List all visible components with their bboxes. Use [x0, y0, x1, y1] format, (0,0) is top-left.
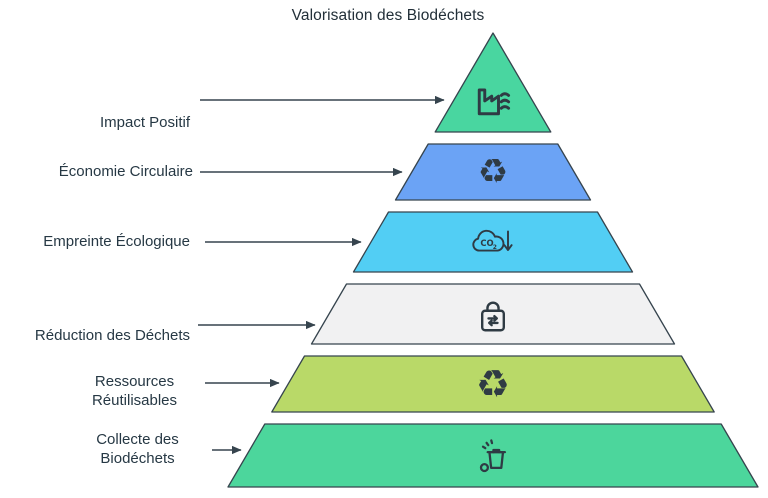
reusable-bag-icon — [475, 296, 511, 336]
co2-subscript: 2 — [493, 244, 497, 251]
factory-waves-icon — [471, 78, 515, 122]
pyramid-level-impact-positif — [434, 32, 552, 133]
pyramid-level-economie-circulaire — [394, 143, 592, 201]
label-impact-positif: Impact Positif — [99, 114, 190, 131]
biowaste-bin-icon — [473, 435, 513, 475]
pyramid-level-empreinte-ecologique — [352, 211, 634, 273]
label-ressources-reutilisables: Ressources Réutilisables — [91, 373, 178, 409]
diagram-title: Valorisation des Biodéchets — [291, 7, 485, 24]
label-economie-circulaire: Économie Circulaire — [58, 163, 193, 180]
co2-text: CO — [480, 238, 493, 248]
co2-reduction-icon: CO 2 — [465, 223, 521, 259]
pyramid-level-ressources-reutilisables — [271, 355, 715, 413]
recycle-icon: ♻ — [477, 152, 509, 192]
recycle-icon: ♻ — [475, 362, 511, 406]
label-empreinte-ecologique: Empreinte Écologique — [43, 233, 190, 250]
pyramid-level-reduction-dechets — [310, 283, 676, 345]
label-reduction-dechets: Réduction des Déchets — [34, 327, 190, 344]
pyramid-level-collecte-biodechets — [227, 423, 759, 488]
label-collecte-biodechets: Collecte des Biodéchets — [96, 431, 179, 467]
